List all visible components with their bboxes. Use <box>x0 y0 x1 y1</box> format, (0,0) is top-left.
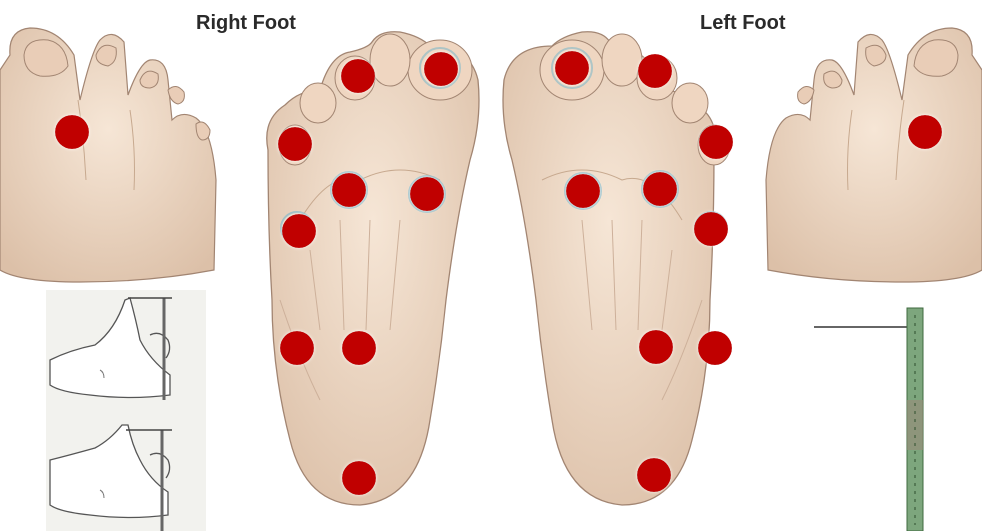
monofilament-device <box>814 308 923 531</box>
test-site-dot <box>637 458 671 492</box>
test-site-dot <box>282 214 316 248</box>
test-site-dot <box>342 461 376 495</box>
test-site-dot <box>342 331 376 365</box>
left-plantar-foot-illustration <box>503 32 730 505</box>
left-dorsal-foot-illustration <box>766 28 982 282</box>
right-dorsal-foot-illustration <box>0 28 216 282</box>
test-site-dot <box>699 125 733 159</box>
test-site-dot <box>555 51 589 85</box>
test-site-dot <box>280 331 314 365</box>
test-site-dot <box>55 115 89 149</box>
test-site-dot <box>638 54 672 88</box>
test-site-dot <box>332 173 366 207</box>
test-site-dot <box>698 331 732 365</box>
test-site-dot <box>278 127 312 161</box>
test-site-dot <box>908 115 942 149</box>
test-site-dot <box>566 174 600 208</box>
test-site-dot <box>643 172 677 206</box>
test-site-dot <box>410 177 444 211</box>
test-site-dot <box>694 212 728 246</box>
test-site-dot <box>341 59 375 93</box>
test-site-dot <box>424 52 458 86</box>
monofilament-technique-sketch <box>46 290 206 531</box>
right-plantar-foot-illustration <box>267 32 479 505</box>
test-site-dot <box>639 330 673 364</box>
